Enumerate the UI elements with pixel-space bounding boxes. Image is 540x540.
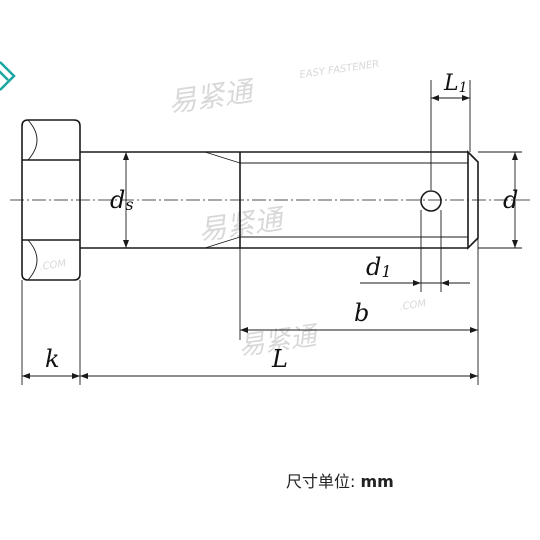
check-mark-icon — [0, 61, 16, 91]
label-ds: ds — [110, 186, 134, 214]
label-d1: d1 — [366, 253, 392, 281]
svg-text:.COM: .COM — [399, 298, 427, 313]
label-L1: L1 — [443, 71, 468, 96]
label-L: L — [271, 345, 288, 373]
unit-prefix: 尺寸单位: — [286, 472, 361, 491]
svg-text:易紧通: 易紧通 — [166, 74, 258, 119]
dimension-lines — [22, 95, 518, 379]
cross-hole — [420, 190, 442, 212]
bolt-shank — [80, 150, 479, 250]
svg-text:.COM: .COM — [39, 258, 67, 273]
hex-head — [21, 119, 81, 281]
label-b: b — [354, 299, 369, 327]
svg-text:易紧通: 易紧通 — [196, 202, 288, 247]
unit-caption: 尺寸单位: mm — [286, 468, 394, 492]
svg-text:EASY FASTENER: EASY FASTENER — [299, 59, 380, 81]
label-d: d — [503, 186, 518, 214]
unit-value: mm — [360, 472, 394, 491]
label-k: k — [45, 345, 60, 373]
extension-lines — [21, 80, 522, 385]
